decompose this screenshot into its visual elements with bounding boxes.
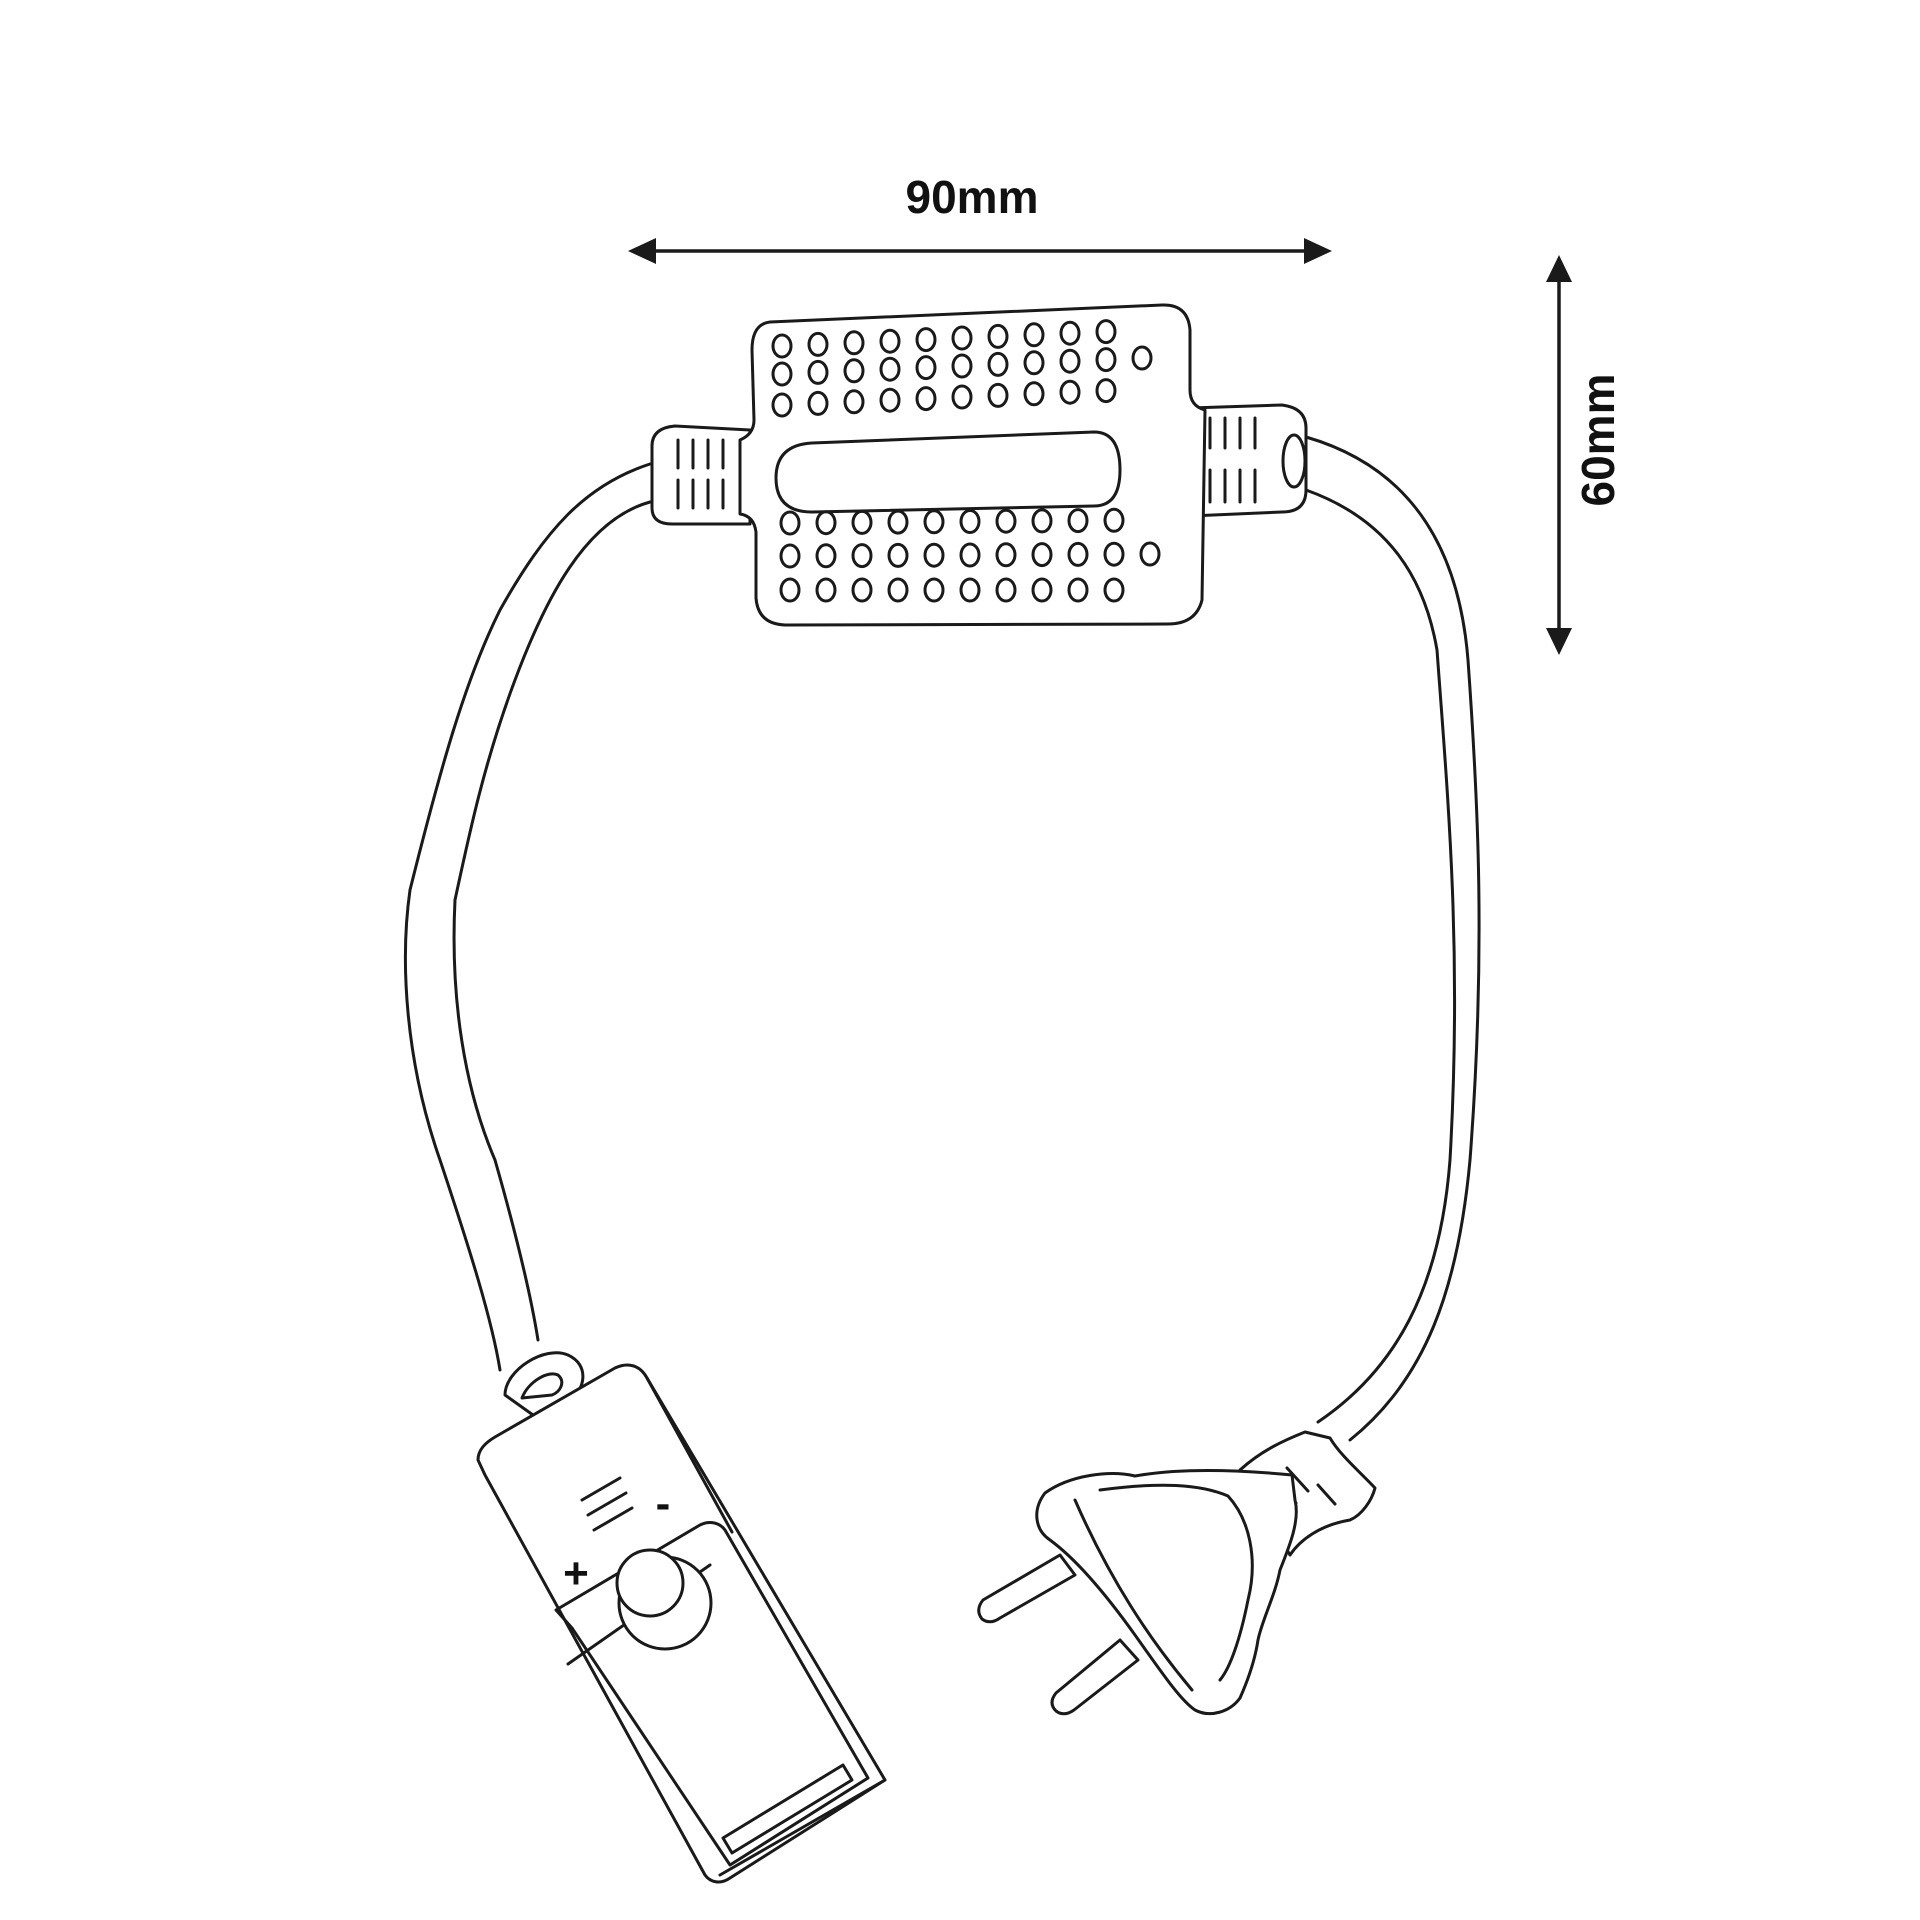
left-arrowhead-icon xyxy=(628,238,656,264)
controller-box xyxy=(650,303,1308,627)
vent-hole xyxy=(923,509,945,535)
plug-face-outline xyxy=(1073,1483,1254,1692)
vent-hole xyxy=(1031,508,1053,534)
height-dimension: 60mm xyxy=(1546,255,1624,655)
center-slot xyxy=(774,430,1122,514)
vent-hole xyxy=(879,356,901,382)
vent-hole xyxy=(987,382,1009,408)
right-strain-relief xyxy=(1188,403,1308,518)
minus-sign: - xyxy=(656,1479,671,1528)
left-strain-relief xyxy=(650,424,752,526)
vent-hole xyxy=(779,510,801,536)
dimmer-loop-hole xyxy=(520,1372,564,1400)
vent-hole xyxy=(951,325,973,351)
vent-hole xyxy=(851,577,873,603)
vent-hole xyxy=(1095,378,1117,404)
vent-hole xyxy=(1031,542,1053,568)
vent-hole xyxy=(995,542,1017,568)
vent-hole xyxy=(843,330,865,356)
plug-body xyxy=(1035,1469,1298,1715)
vent-hole xyxy=(879,328,901,354)
vent-hole xyxy=(815,510,837,536)
vent-hole xyxy=(779,543,801,569)
dimmer-slot xyxy=(721,1763,854,1855)
vent-hole xyxy=(807,390,829,416)
vent-hole xyxy=(1023,350,1045,376)
vent-hole xyxy=(1103,507,1125,533)
plus-sign: + xyxy=(563,1549,589,1598)
vent-hole xyxy=(1023,322,1045,348)
vent-hole xyxy=(1095,319,1117,345)
up-arrowhead-icon xyxy=(1546,255,1572,282)
vent-hole xyxy=(1139,541,1161,567)
vent-hole xyxy=(771,361,793,387)
vent-hole xyxy=(987,351,1009,377)
right-cable-entry xyxy=(1281,433,1307,489)
vent-hole xyxy=(815,577,837,603)
vent-hole xyxy=(959,577,981,603)
vent-hole xyxy=(1059,379,1081,405)
vent-hole xyxy=(771,333,793,359)
vent-hole xyxy=(807,359,829,385)
plug-pin-upper xyxy=(977,1553,1077,1624)
vent-hole xyxy=(923,542,945,568)
vent-hole xyxy=(1067,508,1089,534)
vent-holes xyxy=(771,319,1161,603)
dimmer-knob[interactable] xyxy=(615,1548,685,1618)
vent-hole xyxy=(843,358,865,384)
vent-hole xyxy=(1095,347,1117,373)
vent-hole xyxy=(879,387,901,413)
left-cable xyxy=(403,462,652,1372)
vent-hole xyxy=(851,543,873,569)
dimmer-switch: - + xyxy=(476,1351,887,1884)
controller-body xyxy=(738,303,1207,627)
vent-hole xyxy=(887,542,909,568)
vent-hole xyxy=(915,386,937,412)
vent-hole xyxy=(951,384,973,410)
dimmer-panel xyxy=(554,1521,870,1867)
height-label: 60mm xyxy=(1572,374,1624,507)
vent-hole xyxy=(995,577,1017,603)
left-strain-relief-ridges xyxy=(676,438,725,510)
vent-hole xyxy=(771,392,793,418)
vent-hole xyxy=(1103,577,1125,603)
vent-hole xyxy=(1031,577,1053,603)
vent-hole xyxy=(1023,381,1045,407)
vent-hole xyxy=(1067,577,1089,603)
right-cable xyxy=(1304,435,1481,1442)
vent-hole xyxy=(951,353,973,379)
vent-hole xyxy=(851,509,873,535)
right-arrowhead-icon xyxy=(1304,238,1332,264)
vent-hole xyxy=(887,509,909,535)
vent-hole xyxy=(807,331,829,357)
vent-hole xyxy=(1131,345,1153,371)
vent-hole xyxy=(923,577,945,603)
vent-hole xyxy=(1059,320,1081,346)
vent-hole xyxy=(779,577,801,603)
grip-lines xyxy=(580,1476,634,1532)
vent-hole xyxy=(995,508,1017,534)
vent-hole xyxy=(959,509,981,534)
down-arrowhead-icon xyxy=(1546,628,1572,655)
power-plug xyxy=(977,1430,1377,1716)
vent-hole xyxy=(1059,348,1081,374)
vent-hole xyxy=(915,327,937,353)
vent-hole xyxy=(1067,541,1089,567)
vent-hole xyxy=(815,543,837,569)
vent-hole xyxy=(887,577,909,603)
plug-pin-lower xyxy=(1050,1638,1140,1716)
vent-hole xyxy=(959,542,981,568)
vent-hole xyxy=(987,323,1009,349)
vent-hole xyxy=(843,389,865,415)
vent-hole xyxy=(1103,541,1125,567)
width-dimension: 90mm xyxy=(628,171,1332,264)
right-strain-relief-ridges xyxy=(1208,416,1257,504)
width-label: 90mm xyxy=(906,171,1039,223)
vent-hole xyxy=(915,355,937,381)
